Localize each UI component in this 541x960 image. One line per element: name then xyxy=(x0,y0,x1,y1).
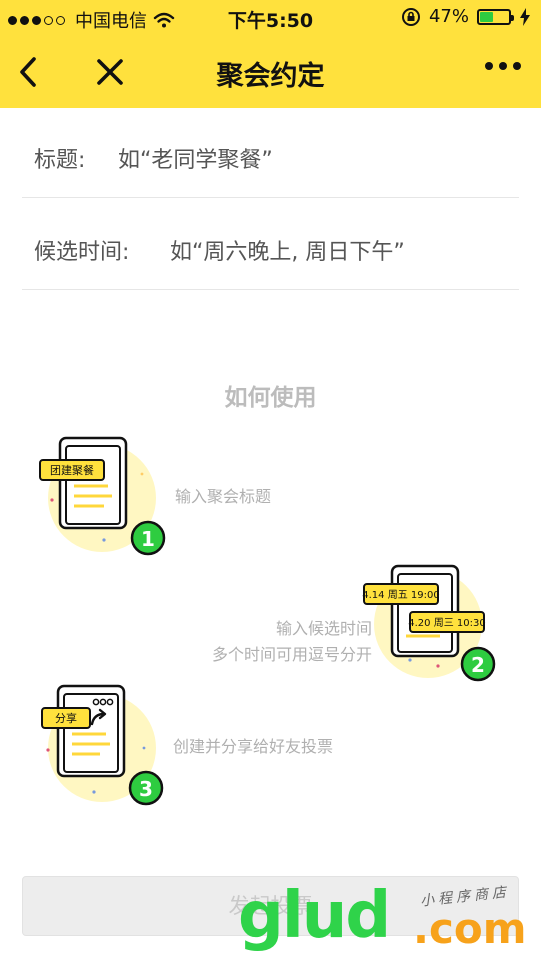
status-left: 中国电信 xyxy=(8,7,175,33)
step2-tag-b: 4.20 周三 10:30 xyxy=(408,617,485,629)
time-input[interactable]: 如“周六晚上, 周日下午” xyxy=(170,240,405,265)
step3-badge: 3 xyxy=(139,777,153,801)
step3-text: 创建并分享给好友投票 xyxy=(173,737,334,756)
close-button[interactable] xyxy=(92,54,128,90)
step2-badge: 2 xyxy=(471,653,485,677)
time-field-row[interactable]: 候选时间: 如“周六晚上, 周日下午” xyxy=(22,200,519,290)
step2-tag-a: 4.14 周五 19:00 xyxy=(362,589,439,601)
wifi-icon xyxy=(153,12,175,28)
step2-text-line2: 多个时间可用逗号分开 xyxy=(211,645,372,664)
status-time: 下午5:50 xyxy=(227,10,314,32)
step2-text: 输入候选时间 多个时间可用逗号分开 xyxy=(186,616,372,668)
nav-bar: 聚会约定 xyxy=(0,36,541,108)
page-title: 聚会约定 xyxy=(216,61,325,92)
more-dot-icon xyxy=(499,62,507,70)
step1-badge: 1 xyxy=(141,527,155,551)
battery-icon xyxy=(477,8,514,25)
close-icon xyxy=(97,59,123,85)
battery-level xyxy=(480,11,493,22)
signal-icon xyxy=(8,15,65,25)
step2-illustration: 4.14 周五 19:00 4.20 周三 10:30 2 xyxy=(362,564,496,682)
more-dot-icon xyxy=(485,62,493,70)
status-right: 47% xyxy=(401,6,531,27)
title-input[interactable]: 如“老同学聚餐” xyxy=(118,148,273,173)
title-field-row[interactable]: 标题: 如“老同学聚餐” xyxy=(22,108,519,198)
more-dot-icon xyxy=(513,62,521,70)
title-label: 标题: xyxy=(34,148,86,173)
time-label: 候选时间: xyxy=(34,240,130,265)
battery-percent: 47% xyxy=(428,6,469,27)
carrier-name: 中国电信 xyxy=(75,11,147,32)
step1-text: 输入聚会标题 xyxy=(175,487,272,506)
status-bar: 中国电信 下午5:50 47% xyxy=(0,0,541,36)
more-menu-button[interactable] xyxy=(485,62,521,70)
rotation-lock-icon xyxy=(401,7,420,26)
howto-title: 如何使用 xyxy=(224,385,317,411)
charging-icon xyxy=(520,7,530,26)
chevron-left-icon xyxy=(20,57,36,87)
step1-illustration: 团建聚餐 1 xyxy=(39,436,166,556)
create-vote-button[interactable]: 发起投票 xyxy=(22,876,519,936)
step2-text-line1: 输入候选时间 xyxy=(275,619,372,638)
step1-tag: 团建聚餐 xyxy=(50,463,94,477)
step3-tag: 分享 xyxy=(55,711,77,725)
back-button[interactable] xyxy=(14,54,46,90)
step3-illustration: 分享 3 xyxy=(41,684,164,806)
